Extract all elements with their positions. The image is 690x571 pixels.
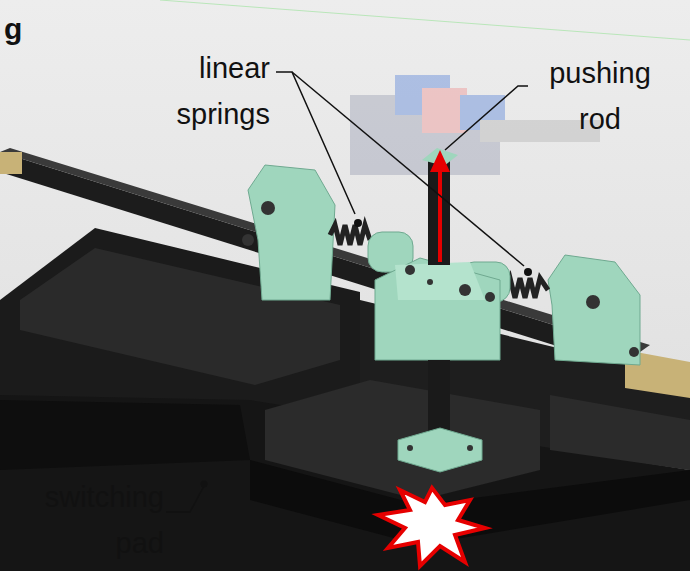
bolt	[407, 445, 413, 451]
bolt	[405, 265, 415, 275]
linear-spring-right	[505, 278, 548, 298]
spring-mount-right	[548, 255, 640, 365]
contact-star	[378, 488, 485, 566]
leader-line	[276, 72, 355, 214]
motion-arrow	[438, 168, 442, 262]
spring-mount-left	[248, 165, 335, 300]
tray-wall	[0, 400, 250, 470]
bolt	[629, 347, 639, 357]
center-block	[375, 258, 500, 360]
faint-line	[160, 0, 690, 40]
bolt	[459, 284, 471, 296]
spring-dot	[354, 219, 362, 227]
base-plate	[398, 428, 482, 472]
bolt	[467, 445, 473, 451]
leader-line	[292, 72, 524, 266]
rail	[0, 152, 640, 372]
ghost-blocks	[350, 75, 600, 175]
bolt	[242, 234, 254, 246]
spring-dot	[524, 268, 532, 276]
switching-pad-right	[550, 395, 690, 470]
bolt	[586, 295, 600, 309]
part-label: pushing rod	[525, 50, 675, 142]
panel-letter: g	[4, 6, 44, 52]
bolt	[485, 292, 495, 302]
gold-bracket	[0, 152, 22, 174]
arrow-head	[430, 150, 450, 172]
part-label: linear springs	[140, 45, 270, 137]
center-block-top	[395, 262, 485, 300]
bolt	[427, 279, 433, 285]
bolt	[261, 201, 275, 215]
linear-spring-left	[330, 225, 370, 245]
leader-line	[445, 86, 528, 150]
pushing-rod	[428, 160, 450, 265]
leader-dot	[201, 481, 208, 488]
leader-line	[166, 486, 204, 512]
part-label: switching pad	[2, 474, 164, 566]
